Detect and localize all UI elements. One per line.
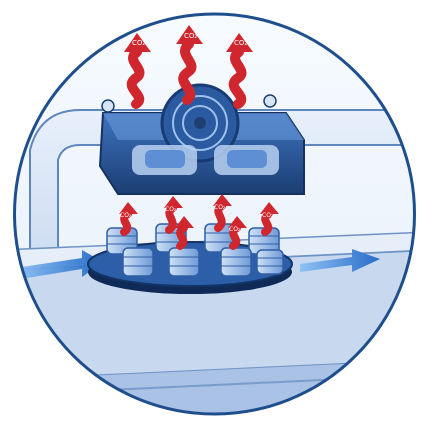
co2-label: CO₂ [214,204,226,211]
base-lower-panel [0,360,429,428]
co2-label: CO₂ [132,39,145,47]
coin-stack-icon [221,248,251,276]
coin-stack-icon [123,248,153,276]
co2-label: CO₂ [165,206,177,213]
co2-label: CO₂ [184,32,197,40]
co2-label: CO₂ [234,39,247,47]
co2-label: CO₂ [262,212,274,219]
co2-label: CO₂ [120,212,132,219]
co2-label: CO₂ [229,226,241,233]
coin-stack-icon [257,250,283,274]
coin-stack-icon [169,248,199,276]
